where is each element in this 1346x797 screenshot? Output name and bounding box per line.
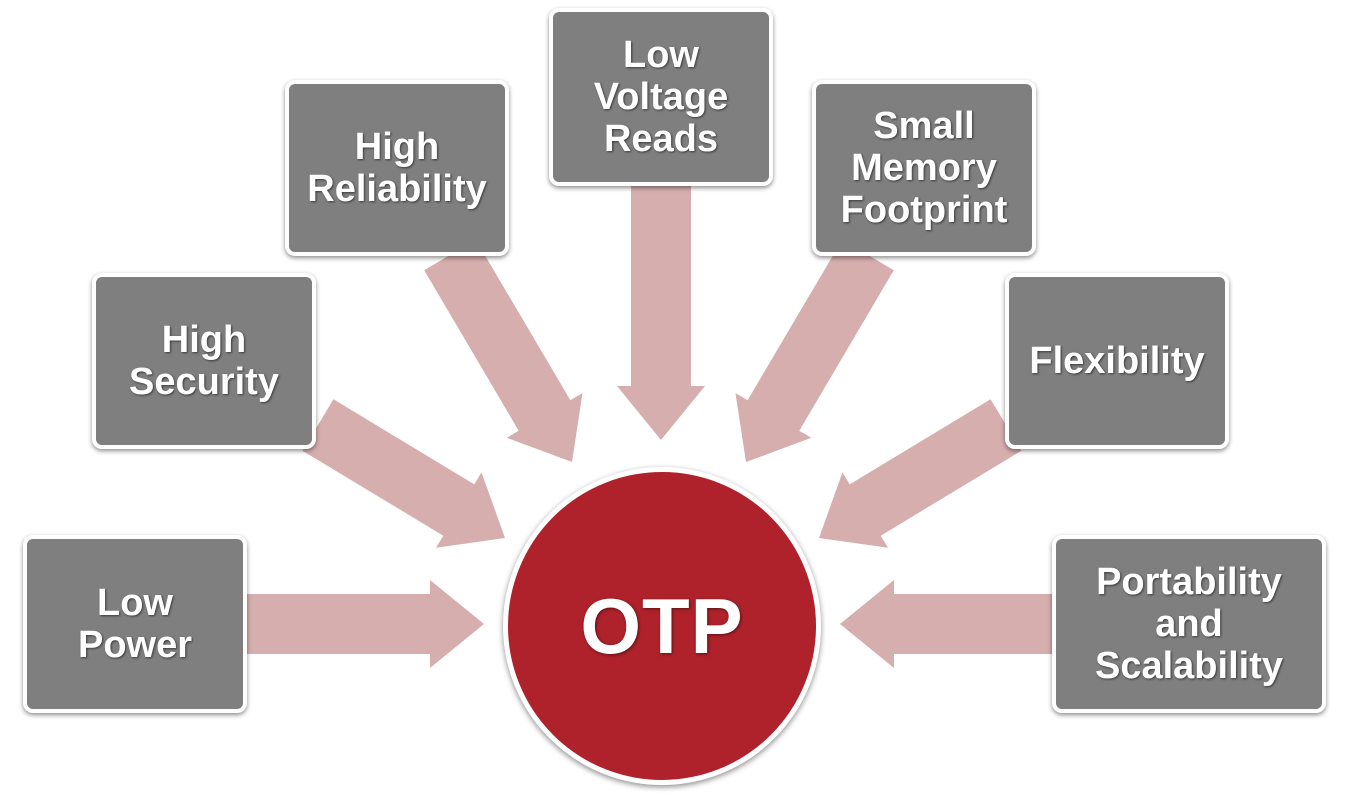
box-high-security: High Security — [92, 273, 316, 449]
box-label-low-power: Low Power — [77, 582, 193, 666]
box-label-high-reliability: High Reliability — [307, 126, 487, 210]
otp-label: OTP — [580, 581, 744, 670]
arrow-small-memory-footprint — [735, 239, 894, 462]
arrow-high-reliability — [424, 239, 583, 462]
otp-circle: OTP — [503, 467, 821, 785]
arrow-high-security — [302, 399, 505, 548]
box-low-voltage-reads: Low Voltage Reads — [549, 8, 773, 186]
box-label-low-voltage-reads: Low Voltage Reads — [593, 34, 729, 160]
box-small-memory-footprint: Small Memory Footprint — [812, 80, 1036, 256]
arrow-low-power — [246, 580, 484, 668]
arrow-flexibility — [819, 399, 1022, 548]
box-flexibility: Flexibility — [1005, 273, 1229, 449]
box-high-reliability: High Reliability — [285, 80, 509, 256]
box-label-portability-and-scalability: Portability and Scalability — [1095, 561, 1283, 687]
box-low-power: Low Power — [23, 535, 247, 713]
arrow-portability-and-scalability — [840, 580, 1052, 668]
box-portability-and-scalability: Portability and Scalability — [1052, 535, 1326, 713]
arrow-low-voltage-reads — [617, 186, 705, 440]
box-label-high-security: High Security — [129, 319, 279, 403]
box-label-flexibility: Flexibility — [1029, 340, 1205, 382]
box-label-small-memory-footprint: Small Memory Footprint — [840, 105, 1008, 231]
